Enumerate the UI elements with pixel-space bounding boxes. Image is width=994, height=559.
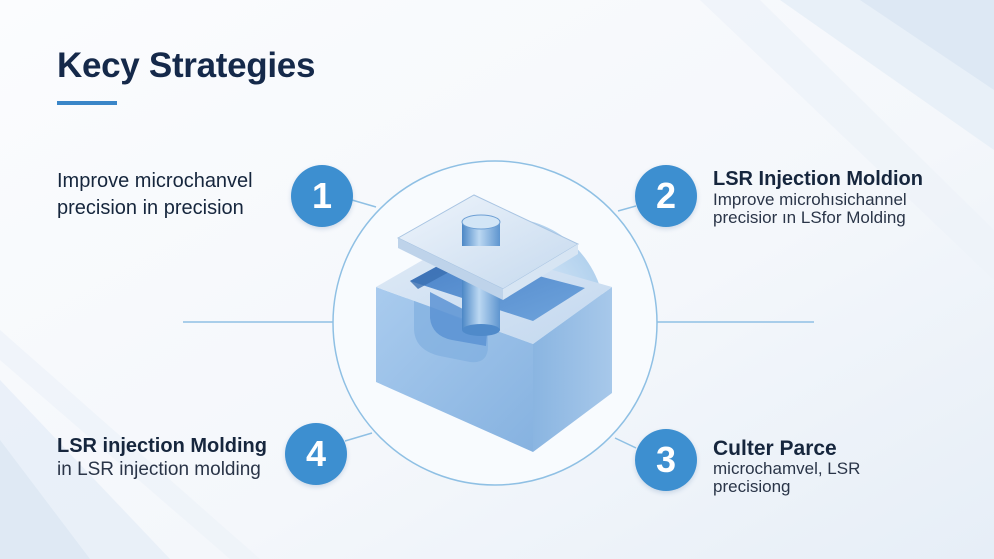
strategy-1-line-2: precision in precision bbox=[57, 197, 244, 219]
strategy-2-sub-line-2: precisior ın LSfor Molding bbox=[713, 208, 906, 227]
strategy-1-line-1: Improve microchanvel bbox=[57, 170, 253, 192]
strategy-3-number-badge: 3 bbox=[635, 429, 697, 491]
strategy-3-sub-line-1: microchamvel, LSR bbox=[713, 459, 861, 478]
strategy-2-heading: LSR Injection Moldion bbox=[713, 168, 923, 190]
strategy-4-text: LSR injection Molding in LSR injection m… bbox=[57, 434, 267, 482]
strategy-4-number-badge: 4 bbox=[285, 423, 347, 485]
strategy-3-sub-line-2: precisiong bbox=[713, 477, 791, 496]
strategy-3-text: Culter Parce microchamvel, LSR precision… bbox=[713, 438, 860, 496]
strategy-2-sub-line-1: Improve microhısichannel bbox=[713, 190, 907, 209]
strategy-4-heading: LSR injection Molding bbox=[57, 435, 267, 457]
strategy-2-number-badge: 2 bbox=[635, 165, 697, 227]
strategy-1-number-badge: 1 bbox=[291, 165, 353, 227]
page-title: Kecy Strategies bbox=[57, 46, 316, 85]
strategy-4-sub-line-1: in LSR injection molding bbox=[57, 459, 261, 480]
strategy-3-heading: Culter Parce bbox=[713, 437, 837, 460]
title-underline bbox=[57, 101, 117, 105]
strategy-2-text: LSR Injection Moldion Improve microhısic… bbox=[713, 167, 923, 227]
strategy-1-text: Improve microchanvel precision in precis… bbox=[57, 168, 253, 222]
